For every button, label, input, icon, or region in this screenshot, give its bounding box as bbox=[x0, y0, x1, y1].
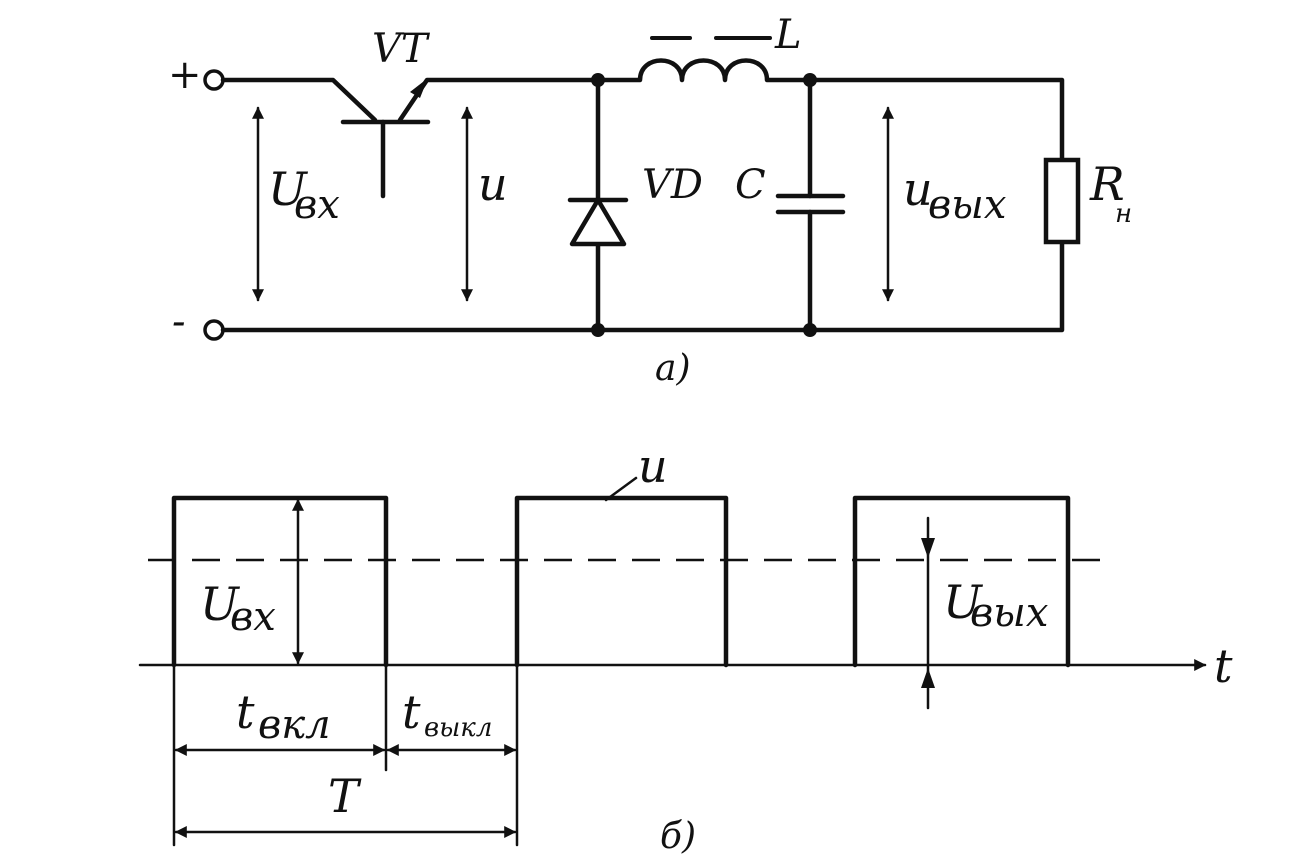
waveform-diagram: t u U вх U вых t вкл t выкл T б bbox=[138, 439, 1233, 857]
capacitor-label: C bbox=[735, 162, 766, 208]
junction-dot bbox=[803, 323, 817, 337]
minus-sign: - bbox=[172, 299, 186, 345]
junction-dot bbox=[591, 323, 605, 337]
output-voltage-label: u bbox=[903, 162, 933, 216]
output-amplitude-label: U bbox=[943, 575, 984, 629]
input-amplitude-subscript: вх bbox=[230, 594, 276, 640]
transistor-emitter bbox=[397, 77, 603, 123]
output-amplitude-subscript: вых bbox=[970, 590, 1048, 636]
resistor-label: R bbox=[1089, 157, 1125, 211]
pulse-2 bbox=[514, 495, 729, 668]
inductor-label: L bbox=[774, 12, 802, 58]
minus-terminal bbox=[203, 319, 225, 341]
diode-symbol bbox=[567, 197, 629, 247]
output-voltage-subscript: вых bbox=[928, 182, 1006, 228]
inductor-symbol bbox=[597, 58, 813, 83]
ground-wire bbox=[220, 239, 1065, 333]
t-off-subscript: выкл bbox=[424, 713, 492, 743]
transistor-label: VT bbox=[372, 26, 431, 72]
input-voltage-label: U bbox=[268, 162, 309, 216]
time-axis-label: t bbox=[1214, 639, 1233, 693]
plus-sign: + bbox=[168, 52, 202, 98]
signal-leader bbox=[604, 476, 638, 502]
input-amplitude-label: U bbox=[200, 577, 241, 631]
plus-terminal bbox=[203, 69, 225, 91]
waveform-caption: б) bbox=[660, 816, 696, 857]
output-top-wire bbox=[807, 77, 1065, 163]
t-on-label: t bbox=[236, 685, 255, 739]
circuit-schematic: + - VT L VD C R н U bbox=[168, 12, 1132, 389]
pulse-3 bbox=[852, 495, 1071, 668]
signal-label: u bbox=[638, 439, 668, 493]
capacitor-plates bbox=[775, 193, 846, 215]
switch-voltage-label: u bbox=[478, 157, 508, 211]
output-amplitude-top-arrow bbox=[921, 538, 935, 558]
diode-label: VD bbox=[642, 162, 703, 208]
output-amplitude-bottom-arrow bbox=[921, 668, 935, 688]
input-voltage-subscript: вх bbox=[294, 182, 340, 228]
input-wire bbox=[220, 77, 378, 123]
junction-dot bbox=[803, 73, 817, 87]
emitter-arrow bbox=[410, 78, 428, 98]
circuit-caption: а) bbox=[655, 348, 691, 389]
junction-dot bbox=[591, 73, 605, 87]
period-label: T bbox=[328, 769, 362, 823]
load-resistor bbox=[1043, 157, 1081, 245]
t-on-subscript: вкл bbox=[258, 702, 331, 748]
pulse-1 bbox=[171, 495, 389, 668]
resistor-subscript: н bbox=[1115, 199, 1132, 229]
t-off-label: t bbox=[402, 685, 421, 739]
